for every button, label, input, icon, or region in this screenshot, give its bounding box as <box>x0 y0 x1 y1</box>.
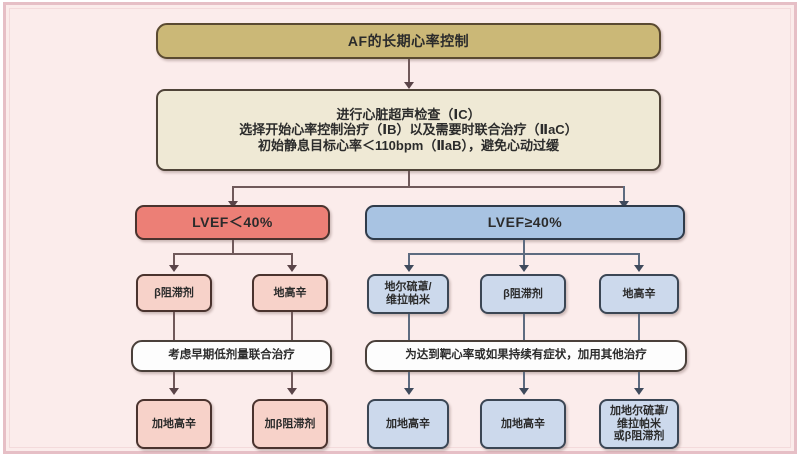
left-combination-note-label: 考虑早期低剂量联合治疗 <box>168 349 295 362</box>
connector-right-note-to-addon-3 <box>638 372 640 390</box>
left-addon-2-label: 加β阻滞剂 <box>264 417 316 430</box>
connector-assessment-stem <box>408 171 410 187</box>
arrowhead-title-to-assessment <box>404 82 414 89</box>
arrowhead-to-normal-ef <box>619 201 629 208</box>
node-title-label: AF的长期心率控制 <box>347 32 470 49</box>
connector-right-drug-2 <box>523 253 525 267</box>
connector-right-note-to-addon-2 <box>523 372 525 390</box>
arrowhead-right-addon-2 <box>519 388 529 395</box>
node-left-drug-2: 地高辛 <box>252 274 328 312</box>
right-addon-2-line-1: 加地高辛 <box>501 417 545 430</box>
connector-left-drug-2-to-note <box>291 312 293 340</box>
node-right-combination-note: 为达到靶心率或如果持续有症状，加用其他治疗 <box>365 340 687 372</box>
connector-right-drug-1 <box>408 253 410 267</box>
node-lvef-low: LVEF＜40% <box>135 205 330 240</box>
arrowhead-to-low-ef <box>228 201 238 208</box>
right-drug-2-line-1: β阻滞剂 <box>503 287 543 300</box>
connector-right-drug-2-to-note <box>523 314 525 340</box>
node-left-combination-note: 考虑早期低剂量联合治疗 <box>131 340 332 372</box>
assessment-line-3: 初始静息目标心率＜110bpm（ⅡaB），避免心动过缓 <box>257 137 560 153</box>
arrowhead-right-drug-2 <box>519 265 529 272</box>
lvef-low-label: LVEF＜40% <box>192 214 273 231</box>
connector-left-note-to-addon-1 <box>173 372 175 390</box>
arrowhead-left-addon-1 <box>169 388 179 395</box>
node-lvef-normal: LVEF≥40% <box>365 205 685 240</box>
connector-right-stem <box>523 240 525 254</box>
right-combination-note-label: 为达到靶心率或如果持续有症状，加用其他治疗 <box>405 349 647 362</box>
right-drug-3-line-1: 地高辛 <box>622 287 656 300</box>
connector-left-split-bar <box>173 253 292 255</box>
node-right-drug-3: 地高辛 <box>599 274 679 314</box>
connector-left-drug-2 <box>291 253 293 267</box>
node-right-addon-1: 加地高辛 <box>367 399 449 449</box>
connector-title-to-assessment <box>408 59 410 84</box>
node-assessment: 进行心脏超声检查（ⅠC） 选择开始心率控制治疗（ⅠB）以及需要时联合治疗（ⅡaC… <box>156 89 661 171</box>
left-drug-1-label: β阻滞剂 <box>154 286 194 299</box>
node-left-addon-1: 加地高辛 <box>136 399 212 449</box>
node-left-addon-2: 加β阻滞剂 <box>252 399 328 449</box>
diagram-frame: AF的长期心率控制 进行心脏超声检查（ⅠC） 选择开始心率控制治疗（ⅠB）以及需… <box>3 2 797 454</box>
arrowhead-right-drug-1 <box>404 265 414 272</box>
connector-assessment-split-bar <box>232 186 624 188</box>
right-drug-1-line-2: 维拉帕米 <box>386 294 430 306</box>
connector-right-drug-1-to-note <box>408 314 410 340</box>
arrowhead-left-addon-2 <box>287 388 297 395</box>
node-right-drug-2: β阻滞剂 <box>480 274 566 314</box>
assessment-line-2: 选择开始心率控制治疗（ⅠB）以及需要时联合治疗（ⅡaC） <box>239 122 578 138</box>
arrowhead-right-drug-3 <box>634 265 644 272</box>
connector-left-stem <box>232 240 234 254</box>
arrowhead-right-addon-1 <box>404 388 414 395</box>
connector-left-drug-1 <box>173 253 175 267</box>
right-addon-3-line-3: 或β阻滞剂 <box>613 430 665 443</box>
node-right-addon-2: 加地高辛 <box>480 399 566 449</box>
lvef-normal-label: LVEF≥40% <box>487 214 563 231</box>
node-right-drug-1: 地尔硫䓬/ 维拉帕米 <box>367 274 449 314</box>
arrowhead-left-drug-2 <box>287 265 297 272</box>
right-addon-3-line-1: 加地尔硫䓬/ <box>609 404 669 417</box>
assessment-line-1: 进行心脏超声检查（ⅠC） <box>336 107 481 122</box>
node-left-drug-1: β阻滞剂 <box>136 274 212 312</box>
arrowhead-right-addon-3 <box>634 388 644 395</box>
left-drug-2-label: 地高辛 <box>273 286 307 299</box>
diagram-canvas: AF的长期心率控制 进行心脏超声检查（ⅠC） 选择开始心率控制治疗（ⅠB）以及需… <box>9 8 791 449</box>
node-title: AF的长期心率控制 <box>156 23 661 59</box>
right-addon-3-line-2: 维拉帕米 <box>617 417 661 430</box>
right-addon-1-line-1: 加地高辛 <box>386 417 430 430</box>
left-addon-1-label: 加地高辛 <box>152 417 196 430</box>
connector-left-note-to-addon-2 <box>291 372 293 390</box>
connector-to-low-ef <box>232 186 234 203</box>
connector-right-drug-3-to-note <box>638 314 640 340</box>
arrowhead-left-drug-1 <box>169 265 179 272</box>
node-right-addon-3: 加地尔硫䓬/ 维拉帕米 或β阻滞剂 <box>599 399 679 449</box>
connector-to-normal-ef <box>623 186 625 203</box>
connector-right-note-to-addon-1 <box>408 372 410 390</box>
connector-right-drug-3 <box>638 253 640 267</box>
connector-left-drug-1-to-note <box>173 312 175 340</box>
right-drug-1-line-1: 地尔硫䓬/ <box>384 281 432 294</box>
